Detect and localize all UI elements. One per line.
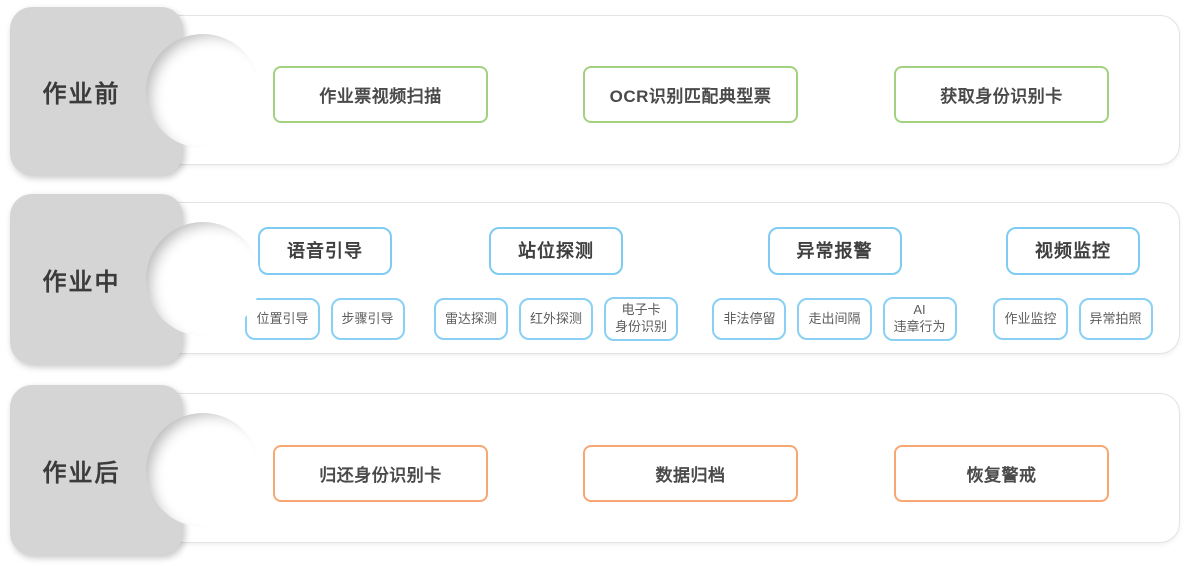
subtask-node: 作业监控 [993, 298, 1068, 340]
category-group-video-monitor: 视频监控 作业监控 异常拍照 [991, 227, 1155, 343]
subtask-node: 雷达探测 [433, 298, 508, 340]
tab-notch [146, 34, 260, 148]
task-node: 获取身份识别卡 [894, 66, 1109, 123]
tab-notch [146, 413, 260, 527]
category-node: 视频监控 [1006, 227, 1140, 275]
subtask-row: 雷达探测 红外探测 电子卡 身份识别 [433, 295, 679, 343]
phase-panel-after: 归还身份识别卡 数据归档 恢复警戒 [150, 393, 1180, 543]
subtask-node: 电子卡 身份识别 [604, 297, 679, 341]
tab-notch [146, 222, 260, 336]
subtask-node: 红外探测 [518, 298, 593, 340]
subtask-node: 走出间隔 [797, 298, 872, 340]
task-node-label: OCR识别匹配典型票 [609, 87, 772, 106]
subtask-node: 非法停留 [712, 298, 787, 340]
task-node-label: 获取身份识别卡 [940, 87, 1063, 106]
subtask-row: 作业监控 异常拍照 [993, 295, 1153, 343]
task-node-label: 数据归档 [655, 466, 726, 485]
category-node-label: 视频监控 [1035, 241, 1111, 261]
category-node: 异常报警 [767, 227, 902, 275]
task-node: OCR识别匹配典型票 [583, 66, 798, 123]
category-node-label: 语音引导 [287, 241, 363, 261]
subtask-node: AI 违章行为 [882, 297, 957, 341]
phase-label: 作业后 [42, 459, 121, 487]
task-node: 数据归档 [583, 445, 798, 502]
category-group-voice-guide: 语音引导 位置引导 步骤引导 [239, 227, 411, 343]
category-node: 语音引导 [258, 227, 392, 275]
category-group-position-detect: 站位探测 雷达探测 红外探测 电子卡 身份识别 [431, 227, 681, 343]
task-node: 归还身份识别卡 [273, 445, 488, 502]
category-group-abnormal-alarm: 异常报警 非法停留 走出间隔 AI 违章行为 [709, 227, 960, 343]
task-node: 恢复警戒 [894, 445, 1109, 502]
subtask-node: 步骤引导 [330, 298, 405, 340]
task-node-label: 归还身份识别卡 [319, 466, 442, 485]
phase-panel-before: 作业票视频扫描 OCR识别匹配典型票 获取身份识别卡 [150, 15, 1180, 165]
category-node-label: 异常报警 [796, 241, 873, 261]
subtask-node: 位置引导 [245, 298, 320, 340]
phase-label: 作业前 [42, 80, 121, 108]
category-node-label: 站位探测 [518, 241, 594, 261]
task-node-label: 作业票视频扫描 [319, 87, 442, 106]
subtask-row: 位置引导 步骤引导 [245, 295, 405, 343]
task-node-label: 恢复警戒 [966, 466, 1037, 485]
phase-panel-during: 语音引导 位置引导 步骤引导 站位探测 雷达探测 红外探测 电子卡 身份识别 异… [150, 202, 1180, 354]
category-node: 站位探测 [489, 227, 623, 275]
task-node: 作业票视频扫描 [273, 66, 488, 123]
phase-label: 作业中 [42, 268, 121, 296]
subtask-row: 非法停留 走出间隔 AI 违章行为 [712, 295, 957, 343]
subtask-node: 异常拍照 [1078, 298, 1153, 340]
